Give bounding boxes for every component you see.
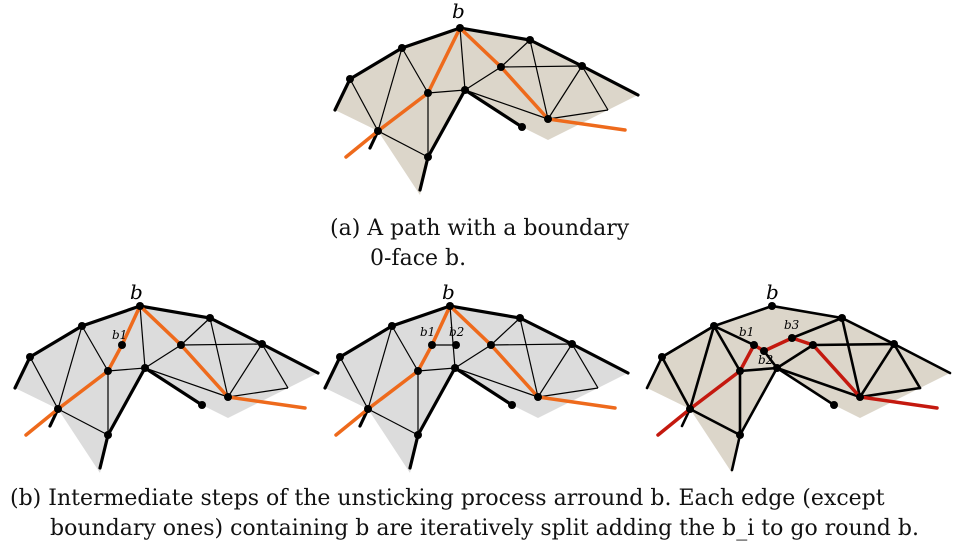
panel-b-step-2: b b1 b2	[323, 280, 630, 473]
caption-a-tag: (a)	[330, 216, 361, 241]
label-b2: b2	[449, 325, 464, 339]
label-b: b	[130, 280, 143, 304]
label-b: b	[442, 280, 455, 304]
label-b1: b1	[739, 325, 754, 339]
caption-a-line1: A path with a boundary	[367, 216, 630, 241]
figure-canvas: b b b1 b b1 b2	[13, 0, 952, 473]
caption-b-line1: Intermediate steps of the unsticking pro…	[48, 486, 885, 511]
path-highlight	[24, 303, 307, 437]
vertex-b1	[118, 341, 126, 349]
label-b1: b1	[420, 325, 435, 339]
vertex-b1	[428, 341, 436, 349]
caption-b: (b) Intermediate steps of the unsticking…	[10, 484, 954, 544]
caption-b-line2: boundary ones) containing b are iterativ…	[50, 516, 919, 541]
caption-b-tag: (b)	[10, 486, 42, 511]
vertex-b3	[788, 334, 796, 342]
panel-a: b	[333, 0, 640, 195]
label-b: b	[452, 0, 465, 23]
caption-a-line2: 0-face b.	[370, 246, 467, 271]
label-b: b	[766, 280, 779, 304]
panel-b-step-1: b b1	[13, 280, 320, 473]
caption-a: (a) A path with a boundary 0-face b.	[330, 214, 670, 274]
panel-b-step-3: b b1 b2 b3	[645, 280, 952, 473]
label-b2: b2	[758, 353, 773, 367]
label-b1: b1	[112, 328, 127, 342]
vertex-b2	[452, 341, 460, 349]
vertex-b2	[760, 347, 768, 355]
vertex-b1	[750, 341, 758, 349]
path-highlight	[334, 303, 617, 437]
label-b3: b3	[784, 318, 800, 332]
